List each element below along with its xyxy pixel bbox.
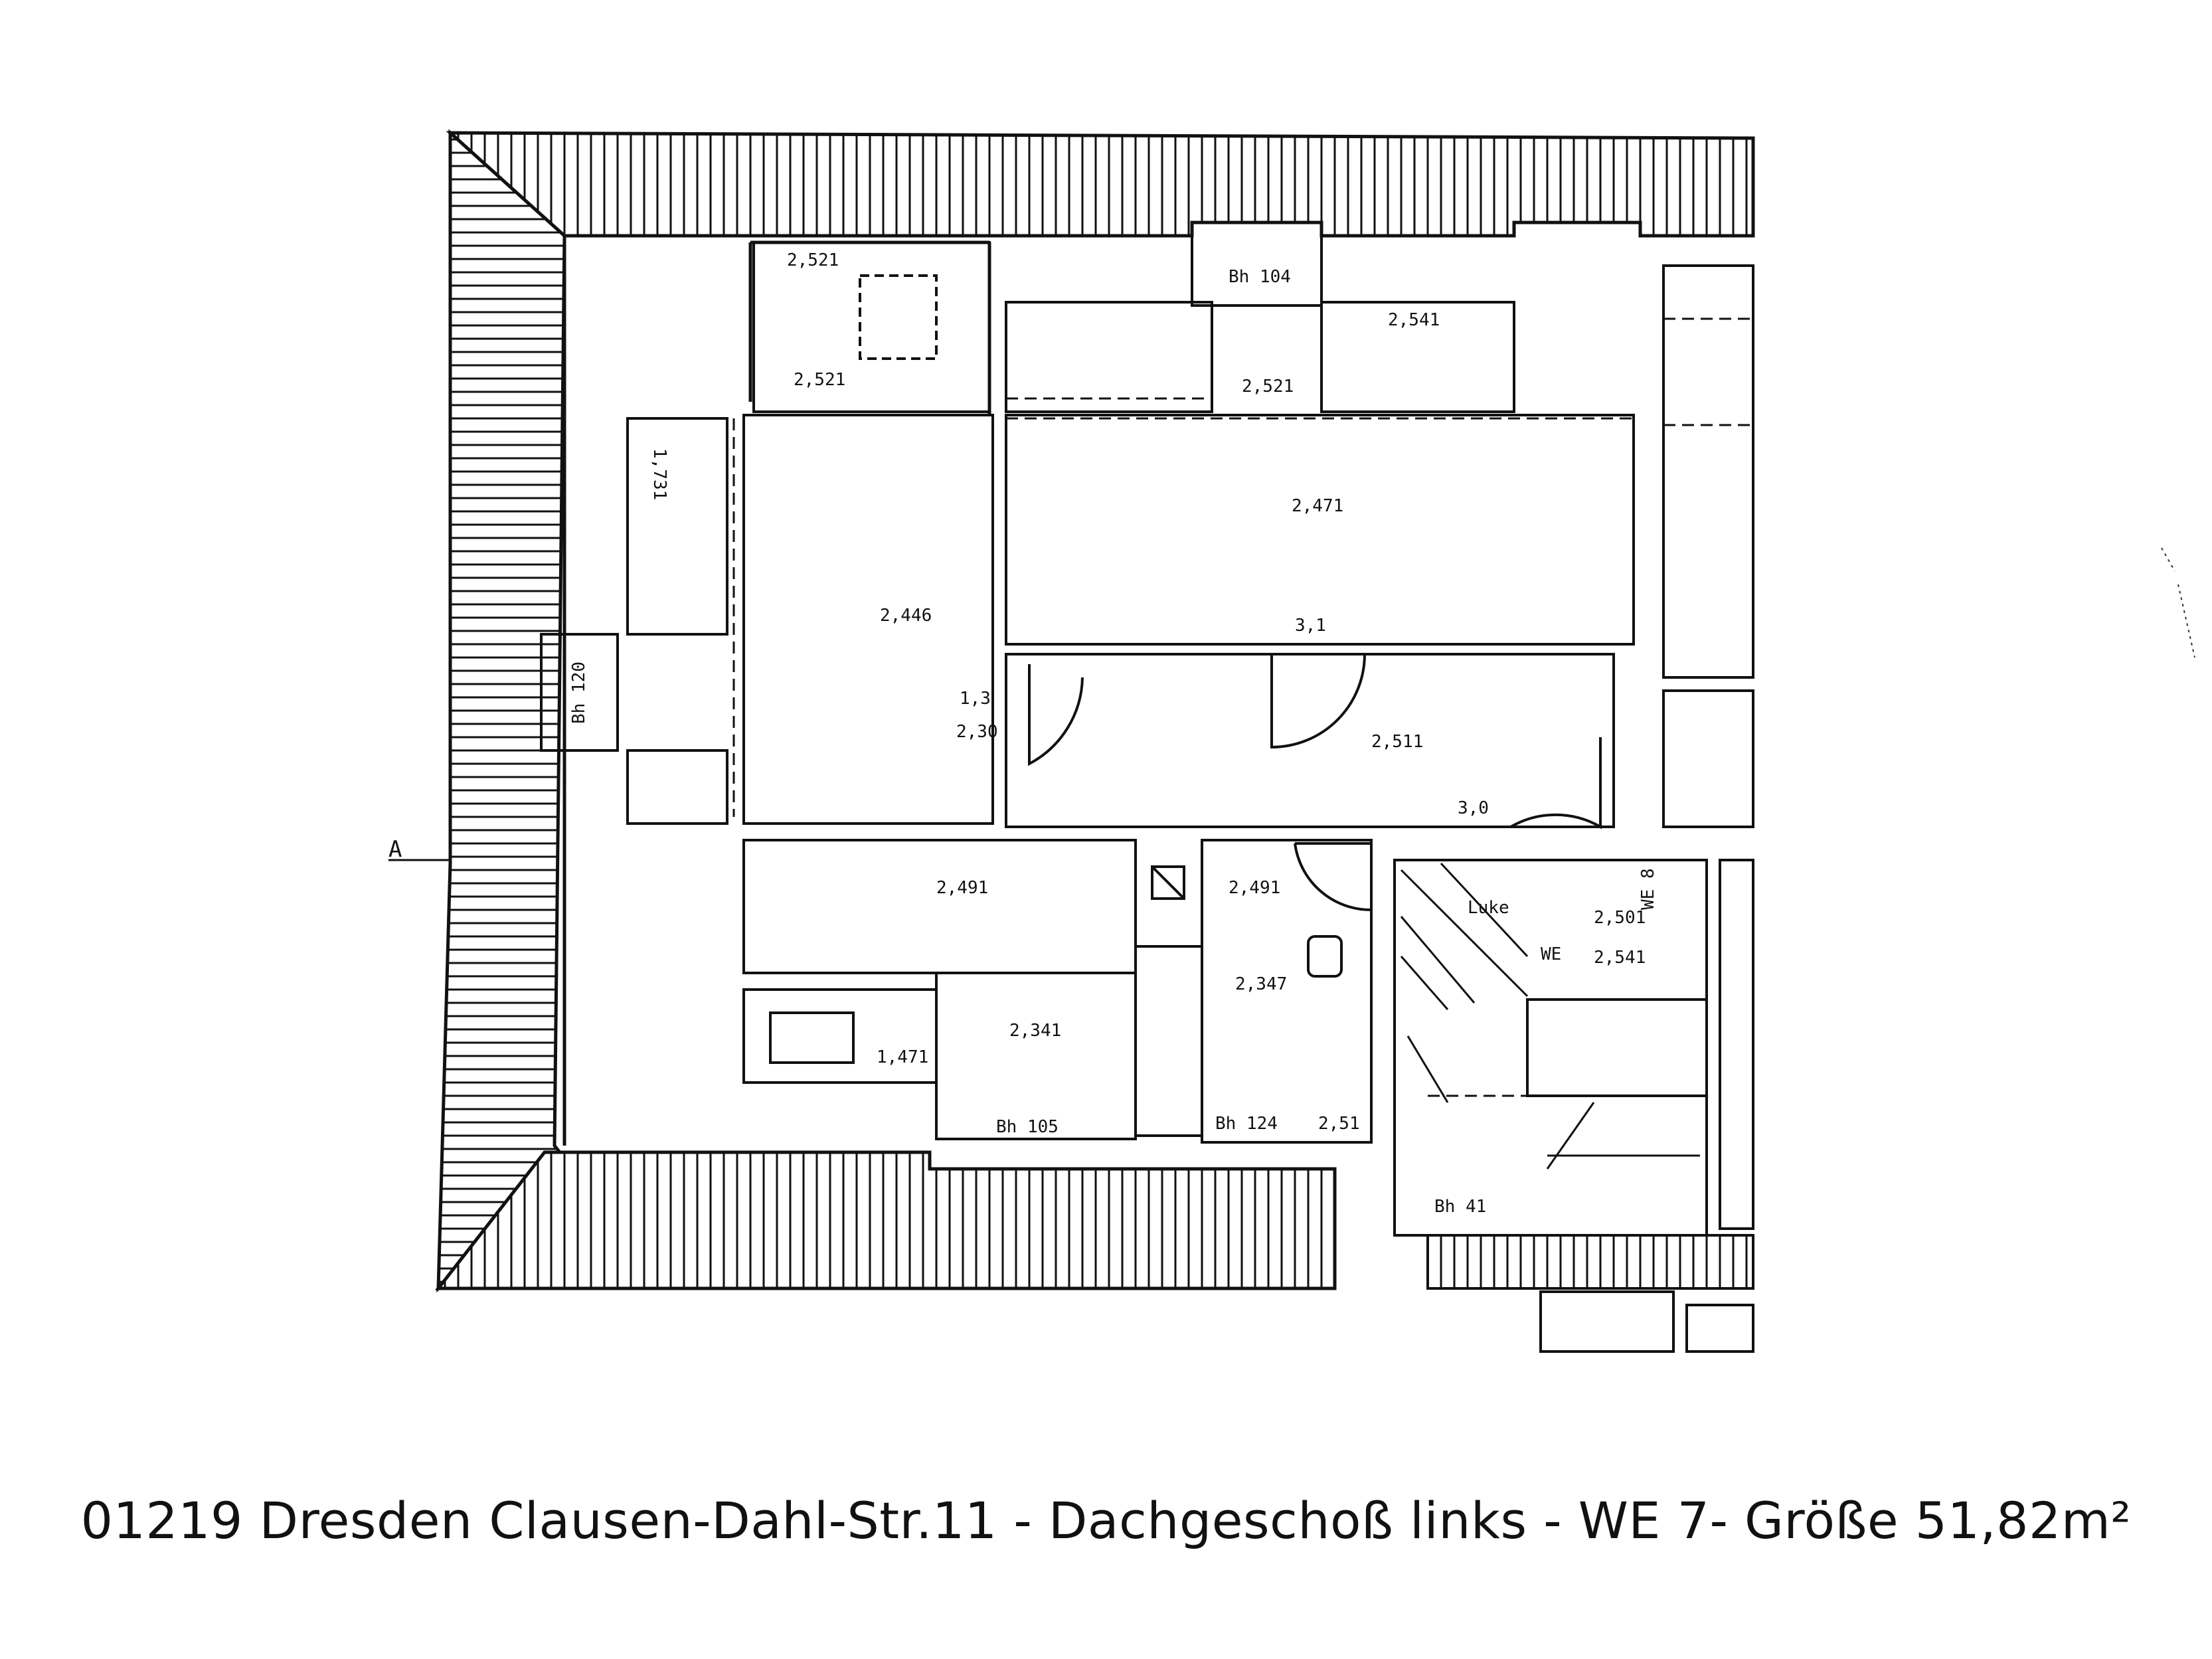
label-2471: 2,471 (1292, 496, 1343, 516)
label-2511: 2,511 (1371, 732, 1423, 752)
right-edge-room-top (1662, 264, 1754, 679)
label-bh105: Bh 105 (996, 1117, 1059, 1137)
roof-slope-left (436, 129, 571, 1293)
chimney-box (859, 274, 938, 360)
label-bh104: Bh 104 (1229, 267, 1291, 287)
left-lower-box (626, 749, 728, 825)
vent-icon (1151, 865, 1185, 900)
room-top-left-shaft (752, 241, 991, 413)
right-edge-room-mid (1662, 689, 1754, 828)
room-kitchen (742, 839, 1137, 974)
label-bh124: Bh 124 (1215, 1114, 1278, 1134)
dormer-top-b (1320, 301, 1515, 413)
bottom-right-box (1685, 1304, 1754, 1353)
walls (562, 236, 991, 1146)
bathtub (1134, 945, 1203, 1137)
label-bh41: Bh 41 (1434, 1197, 1486, 1217)
sink (1307, 935, 1343, 978)
roof-slope-top (446, 131, 1755, 238)
room-top-right (1005, 414, 1635, 646)
dashed-lines (732, 317, 1753, 1097)
hallway (1005, 653, 1615, 828)
plan-caption: 01219 Dresden Clausen-Dahl-Str.11 - Dach… (80, 1491, 2132, 1550)
dormer-top-c (1191, 221, 1323, 307)
left-annex-box (626, 417, 728, 636)
roof-slopes (434, 129, 1755, 1293)
label-251: 2,51 (1318, 1114, 1360, 1134)
label-we8: WE 8 (1638, 868, 1658, 910)
label-2541: 2,541 (1594, 948, 1646, 968)
label-2541b: 2,541 (1388, 310, 1440, 330)
bottom-stair-box (1539, 1290, 1675, 1353)
dormer-top-a (1005, 301, 1213, 413)
label-30: 3,0 (1458, 798, 1489, 818)
room-left (742, 414, 994, 825)
label-1731: 1,731 (649, 448, 669, 500)
label-31: 3,1 (1295, 616, 1326, 636)
left-window-niche (540, 633, 619, 752)
label-2491b: 2,491 (1229, 878, 1280, 898)
label-230: 2,30 (956, 722, 998, 742)
label-2521a: 2,521 (787, 250, 839, 270)
roof-slope-right-bottom (1426, 1234, 1754, 1290)
label-1471: 1,471 (877, 1047, 928, 1067)
stove (769, 1011, 855, 1064)
label-2501: 2,501 (1594, 908, 1646, 928)
label-2491a: 2,491 (936, 878, 988, 898)
marker-a: A (388, 836, 402, 863)
stair-well (1393, 859, 1708, 1237)
room-kitchen-lower (935, 972, 1137, 1140)
stair-landing (1526, 998, 1708, 1097)
label-13: 1,3 (960, 689, 991, 709)
label-luke: Luke (1468, 898, 1509, 918)
label-2341: 2,341 (1009, 1021, 1061, 1041)
doors (1028, 654, 1602, 912)
stairs (1400, 862, 1700, 1170)
rooms (540, 221, 1754, 1353)
label-we: WE (1541, 944, 1561, 964)
roof-slope-bottom (434, 1150, 1337, 1290)
label-2347: 2,347 (1235, 974, 1287, 994)
scan-artifact (2161, 547, 2195, 658)
label-2521b: 2,521 (794, 370, 845, 390)
label-2521c: 2,521 (1242, 377, 1294, 396)
plan-annotations: Bh 104 Bh 120 Bh 105 Bh 124 Bh 41 2,521 … (388, 250, 1658, 1217)
kitchenette-counter (742, 988, 938, 1084)
label-2446: 2,446 (880, 606, 932, 626)
label-bh120: Bh 120 (569, 661, 589, 724)
right-edge-room-low (1719, 859, 1754, 1230)
